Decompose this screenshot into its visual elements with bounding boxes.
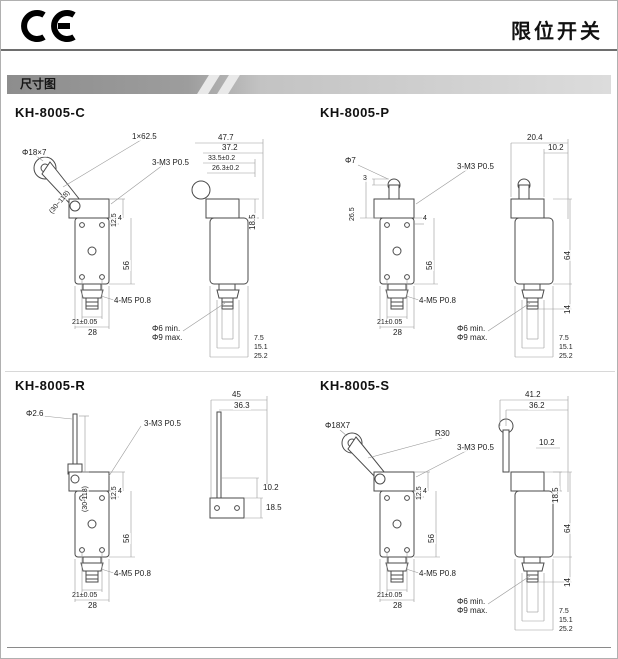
dim-label: 21±0.05 (376, 319, 404, 326)
dim-label: 10.2 (262, 483, 280, 492)
dim-label: 45 (231, 390, 242, 399)
dim-label: 4-M5 P0.8 (418, 296, 457, 305)
dim-label: 28 (392, 601, 403, 610)
panel-kh-8005-c: KH-8005-C (5, 99, 310, 371)
labels-layer: Φ18×7 1×62.5 3-M3 P0.5 (30~118) 4 12.5 5… (5, 113, 310, 371)
dim-label: 21±0.05 (71, 319, 99, 326)
dim-label: 28 (87, 601, 98, 610)
dim-label: 28 (392, 328, 403, 337)
drawings-grid: KH-8005-C (5, 99, 615, 644)
banner-chevron (197, 75, 220, 94)
dim-label: 7.5 (558, 608, 570, 615)
dim-label: 1×62.5 (131, 132, 158, 141)
dim-label: 33.5±0.2 (207, 155, 237, 162)
dim-label: 15.1 (558, 617, 574, 624)
dim-label: 10.2 (538, 438, 556, 447)
labels-layer: Φ7 3 26.5 3-M3 P0.5 4 56 4-M5 P0.8 21±0.… (310, 113, 615, 371)
dim-label: 3-M3 P0.5 (151, 158, 190, 167)
dim-label: Φ2.6 (25, 409, 45, 418)
dim-label: 15.1 (253, 344, 269, 351)
dim-label: 26.5 (349, 206, 356, 222)
labels-layer: Φ2.6 3-M3 P0.5 (30-118) 4 12.5 56 4-M5 P… (5, 386, 310, 644)
dim-label: 18.5 (265, 503, 283, 512)
dimension-drawing (357, 139, 572, 358)
dim-label: 56 (122, 260, 131, 271)
dim-label: Φ9 max. (456, 333, 489, 342)
dim-label: 20.4 (526, 133, 544, 142)
dimension-drawing (339, 396, 572, 631)
model-title: KH-8005-R (15, 378, 86, 393)
dim-label: 25.2 (253, 353, 269, 360)
page-header: 限位开关 (1, 1, 617, 51)
section-banner: 尺寸图 (7, 75, 611, 94)
dim-label: 12.5 (111, 212, 118, 228)
dim-label: 28 (87, 328, 98, 337)
panel-kh-8005-s: KH-8005-S (310, 371, 615, 644)
dim-label: 4 (117, 488, 123, 495)
dim-label: 14 (563, 304, 572, 315)
dim-label: 7.5 (558, 335, 570, 342)
dim-label: 25.2 (558, 353, 574, 360)
dim-label: 10.2 (547, 143, 565, 152)
dim-label: Φ6 min. (456, 597, 487, 606)
dim-label: 12.5 (111, 485, 118, 501)
dim-label: 4-M5 P0.8 (113, 569, 152, 578)
dim-label: 25.2 (558, 626, 574, 633)
dim-label: 36.3 (233, 401, 251, 410)
section-label: 尺寸图 (20, 77, 57, 91)
dim-label: 18.5 (551, 486, 560, 504)
ce-logo-icon (21, 10, 76, 42)
dim-label: 15.1 (558, 344, 574, 351)
dim-label: 47.7 (217, 133, 235, 142)
model-title: KH-8005-C (15, 105, 86, 120)
dim-label: 18.5 (248, 213, 257, 231)
page-title: 限位开关 (511, 21, 603, 43)
dim-label: 4-M5 P0.8 (113, 296, 152, 305)
dim-label: 36.2 (528, 401, 546, 410)
dim-label: 26.3±0.2 (211, 165, 241, 172)
dim-label: 14 (563, 577, 572, 588)
dim-label: 64 (563, 523, 572, 534)
dim-label: Φ9 max. (456, 606, 489, 615)
panel-kh-8005-p: KH-8005-P (310, 99, 615, 371)
panel-kh-8005-r: KH-8005-R (5, 371, 310, 644)
drawings-row-2: KH-8005-R (5, 371, 615, 644)
dim-label: Φ7 (344, 156, 357, 165)
dimension-drawing (42, 396, 268, 602)
dim-label: 64 (563, 250, 572, 261)
banner-chevron (217, 75, 240, 94)
footer-divider (7, 647, 611, 648)
dim-label: Φ9 max. (151, 333, 184, 342)
dim-label: 3-M3 P0.5 (143, 419, 182, 428)
dim-label: Φ6 min. (151, 324, 182, 333)
dim-label: (30-118) (82, 485, 89, 513)
dim-label: R30 (434, 429, 451, 438)
dimension-drawing (33, 139, 264, 358)
dim-label: 3-M3 P0.5 (456, 443, 495, 452)
dim-label: 56 (122, 533, 131, 544)
dim-label: (30~118) (47, 188, 73, 216)
labels-layer: Φ18X7 R30 3-M3 P0.5 4 12.5 56 4-M5 P0.8 … (310, 386, 615, 644)
drawings-row-1: KH-8005-C (5, 99, 615, 371)
model-title: KH-8005-P (320, 105, 390, 120)
dim-label: 4 (117, 215, 123, 222)
dim-label: 4-M5 P0.8 (418, 569, 457, 578)
dim-label: 21±0.05 (376, 592, 404, 599)
dim-label: Φ18×7 (21, 148, 48, 157)
dim-label: 3-M3 P0.5 (456, 162, 495, 171)
dim-label: 12.5 (416, 485, 423, 501)
dim-label: 4 (422, 488, 428, 495)
dim-label: 41.2 (524, 390, 542, 399)
dim-label: 56 (427, 533, 436, 544)
dim-label: 37.2 (221, 143, 239, 152)
dim-label: 7.5 (253, 335, 265, 342)
dim-label: 4 (422, 215, 428, 222)
model-title: KH-8005-S (320, 378, 390, 393)
dim-label: 21±0.05 (71, 592, 99, 599)
dim-label: 56 (425, 260, 434, 271)
dim-label: 3 (362, 175, 368, 182)
dim-label: Φ6 min. (456, 324, 487, 333)
dim-label: Φ18X7 (324, 421, 352, 430)
